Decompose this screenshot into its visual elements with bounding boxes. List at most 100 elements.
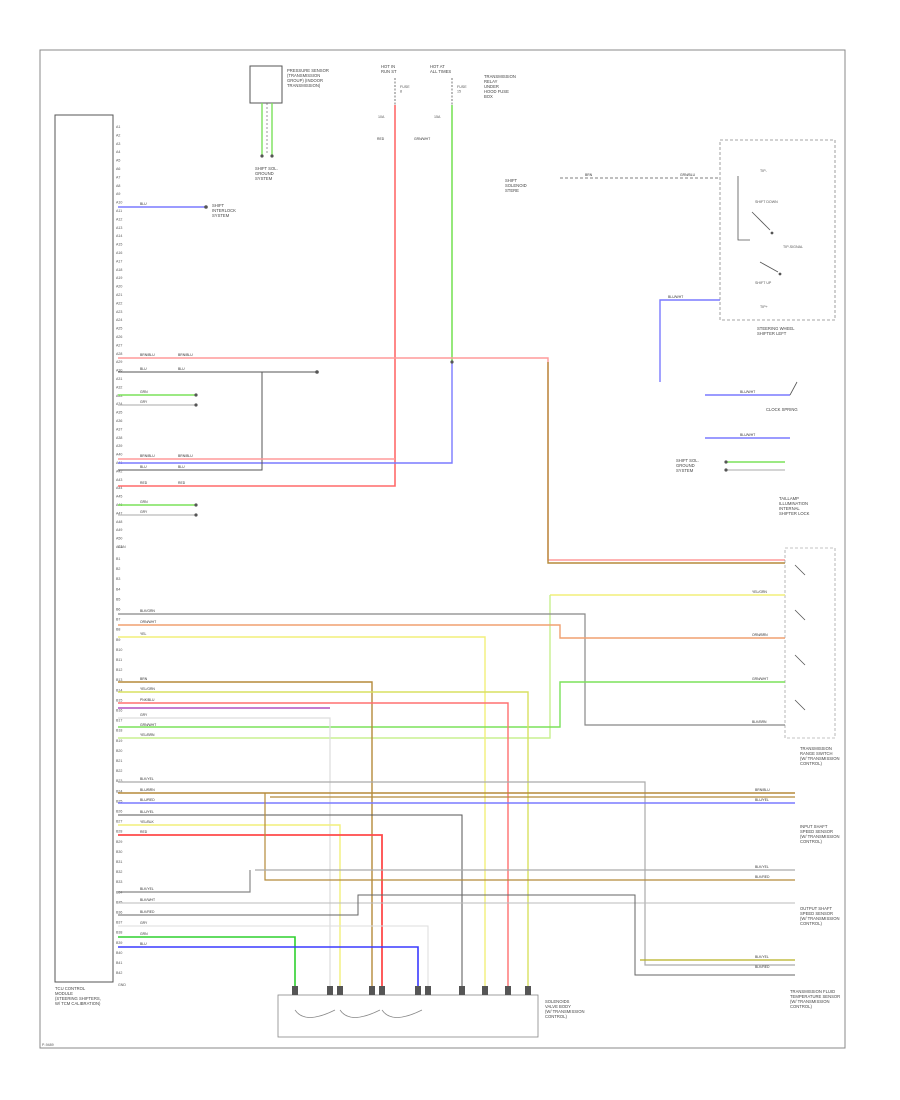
ecu-pin-label: A51 (116, 545, 122, 549)
ecu-pin-label: A49 (116, 528, 122, 532)
page-code: P-9489 (42, 1043, 54, 1047)
clock-spring-label: CLOCK SPRING (766, 407, 798, 412)
steering-feed-wire-color-2: GRN/BLU (680, 173, 696, 177)
ecu-pin-label: A12 (116, 217, 122, 221)
ecu-pin-label: B5 (116, 597, 120, 601)
ecu-pin-label: B26 (116, 810, 122, 814)
green-lower (118, 936, 296, 995)
wire-color-label: BLK/BRN (752, 720, 767, 724)
ecu-pin-label: B15 (116, 698, 122, 702)
ecu-pin-label: B39 (116, 941, 122, 945)
ecu-pin-label: B2 (116, 567, 120, 571)
blue-lower-2 (118, 946, 419, 995)
ecu-pin-label: B23 (116, 779, 122, 783)
yellow-lower (118, 824, 341, 995)
ecu-pin-label: B33 (116, 880, 122, 884)
solenoid-terminals (292, 986, 531, 995)
ecu-pin-label: B42 (116, 971, 122, 975)
steering-internal-1 (737, 176, 750, 241)
gray-solenoid-wire (118, 717, 331, 995)
ecu-pin-label: A34 (116, 402, 122, 406)
ecu-pin-label: A30 (116, 369, 122, 373)
wire-color-label: GRN (140, 500, 148, 504)
ecu-pin-label: B13 (116, 678, 122, 682)
wire-color-label: BRN/BLU (178, 353, 193, 357)
brown-diag-1 (264, 793, 795, 881)
ecu-pin-label: B30 (116, 850, 122, 854)
ecu-pin-label: B41 (116, 961, 122, 965)
ecu-pin-label: B18 (116, 729, 122, 733)
wire-color-label: PNK/BLU (140, 698, 155, 702)
wire-color-label: BRN (140, 677, 148, 681)
ecu-pin-label: A20 (116, 285, 122, 289)
ecu-pin-label: B21 (116, 759, 122, 763)
ecu-pin-label: B3 (116, 577, 120, 581)
steering-blue-label: BLU/WHT (668, 295, 683, 299)
ecu-bottom-label: GND (118, 983, 126, 987)
wire-color-label: YEL/GRN (752, 590, 767, 594)
steering-switch-contact-2 (759, 261, 779, 273)
dark-wire-splice (118, 372, 263, 471)
fuse-b-amp: 15A (434, 115, 441, 119)
ecu-pin-label: A13 (116, 226, 122, 230)
wire-color-label: BLK/RED (755, 875, 770, 879)
ecu-pin-label: B4 (116, 587, 120, 591)
fuse-a-amp: 10A (378, 115, 385, 119)
wire-color-label: YEL/BLK (140, 820, 154, 824)
wire-color-label: GRN (140, 390, 148, 394)
ecu-pin-label: B37 (116, 921, 122, 925)
wire-color-label: GRY (140, 713, 148, 717)
ecu-pin-label: B25 (116, 799, 122, 803)
ecu-pin-label: B32 (116, 870, 122, 874)
wire-color-label: BRN/BLU (140, 353, 155, 357)
ecu-pin-label: A44 (116, 486, 122, 490)
ecu-pin-label: A16 (116, 251, 122, 255)
ecu-pin-label: B40 (116, 951, 122, 955)
ecu-pin-label: B22 (116, 769, 122, 773)
ecu-pin-label: A21 (116, 293, 122, 297)
fuse-a-wire-color: RED (377, 137, 385, 141)
wire-color-label: YEL (140, 632, 147, 636)
pink-solenoid-wire (118, 702, 509, 995)
ecu-pin-label: A28 (116, 352, 122, 356)
ecu-pin-label: A5 (116, 159, 120, 163)
switch-terminal (778, 272, 782, 276)
gray-lower-5 (118, 925, 429, 995)
ecu-pin-label: A1 (116, 125, 120, 129)
ecu-pin-labels: A1A2A3A4A5A6A7A8A9A10A11A12A13A14A15A16A… (116, 125, 122, 975)
ecu-pin-label: A14 (116, 234, 122, 238)
diagram-frame (39, 49, 846, 1049)
red-feed-wire (118, 105, 396, 487)
ecu-pin-label: B1 (116, 557, 120, 561)
brown-solenoid-wire (118, 681, 373, 995)
ecu-pin-label: B19 (116, 739, 122, 743)
wire-color-label: RED (178, 481, 186, 485)
wire-color-label: BLU (140, 367, 147, 371)
clock-spring-switch (789, 381, 798, 396)
yellow-down-wire (118, 636, 486, 995)
gray-lower-3 (118, 870, 251, 893)
ecu-pin-label: B24 (116, 789, 122, 793)
ecu-pin-label: A50 (116, 537, 122, 541)
ecu-pin-label: A11 (116, 209, 122, 213)
ecu-module-box (54, 114, 114, 983)
ecu-pin-label: A2 (116, 133, 120, 137)
wire-label-layer: BRN/BLUBLUGRNGRYBRN/BLUBLUREDGRNGRYBLK/G… (140, 353, 770, 969)
ecu-mid-label: CAN (118, 545, 126, 549)
